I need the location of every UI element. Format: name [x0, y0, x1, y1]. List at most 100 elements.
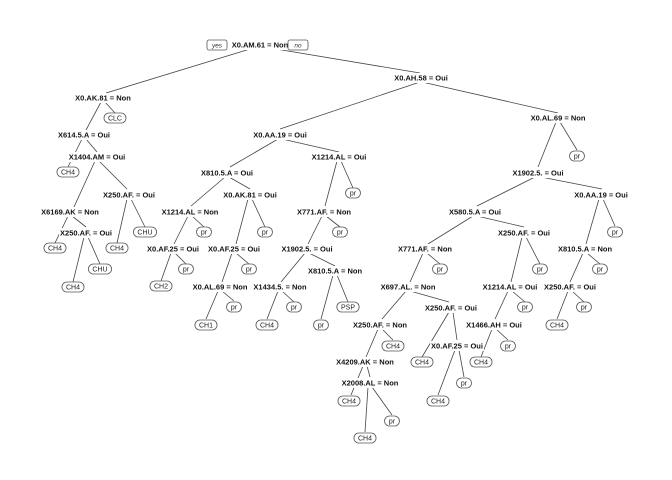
split-label-bg — [252, 282, 308, 292]
tree-edge — [190, 176, 226, 207]
split-node-n2: X0.AK.81 = Non — [74, 93, 133, 103]
split-label-bg — [296, 207, 353, 217]
yes-label-box — [206, 39, 228, 51]
leaf-node-l113: pr — [432, 263, 448, 275]
split-label-bg — [146, 244, 200, 254]
leaf-label: CH4 — [66, 284, 80, 291]
tree-edge — [571, 290, 585, 303]
tree-edge — [116, 198, 128, 244]
split-label: X250.AF. = Oui — [60, 229, 112, 238]
leaf-node-l9: CH4 — [56, 166, 80, 178]
tree-edge — [235, 252, 250, 265]
split-node-n24: X1214.AL = Non — [160, 207, 220, 217]
split-label: X250.AF. = Oui — [103, 191, 155, 200]
split-label-bg — [497, 228, 551, 238]
split-label: X2008.AL = Non — [342, 379, 399, 388]
tree-edge — [511, 290, 526, 303]
tree-edge — [308, 252, 336, 267]
leaf-box — [226, 301, 242, 313]
no-label-text: no — [294, 42, 302, 49]
tree-edge — [495, 328, 509, 341]
split-label-bg — [430, 341, 484, 351]
split-label-bg — [191, 282, 249, 292]
split-label-bg — [102, 190, 156, 200]
tree-edge — [569, 252, 584, 283]
split-label: X810.5.A = Oui — [201, 169, 253, 178]
split-label-bg — [529, 113, 587, 123]
leaf-label: pr — [262, 229, 269, 236]
tree-edge — [525, 236, 541, 265]
leaf-label: CH4 — [260, 322, 274, 329]
no-branch-label: no — [287, 39, 309, 51]
split-node-n26: X771.AF. = Non — [296, 207, 353, 217]
split-label-bg — [56, 130, 112, 140]
split-label: X1214.AL = Oui — [312, 153, 367, 162]
leaf-box — [381, 340, 405, 352]
split-label-bg — [306, 266, 364, 276]
yes-branch-label: yes — [206, 39, 228, 51]
leaf-label: pr — [337, 229, 344, 236]
split-node-root: X0.AM.61 = Non — [230, 40, 290, 50]
leaf-node-l456: CH4 — [469, 356, 493, 368]
leaf-node-l901: pr — [456, 377, 472, 389]
leaf-label: CH4 — [110, 245, 124, 252]
split-label-bg — [59, 228, 113, 238]
no-label-box — [287, 39, 309, 51]
leaf-box — [133, 226, 157, 238]
tree-edge — [104, 101, 116, 114]
split-label-bg — [280, 244, 334, 254]
tree-edge — [228, 176, 251, 190]
split-label: X250.AF. = Non — [353, 321, 407, 330]
split-node-n104: X1434.5. = Non — [252, 282, 308, 292]
split-label: X1214.AL = Oui — [483, 283, 538, 292]
split-label: X1214.AL = Non — [162, 208, 219, 217]
tree-edge — [229, 138, 279, 168]
split-label: X1902.5. = Oui — [512, 169, 563, 178]
leaf-node-l_clc: CLC — [103, 112, 127, 124]
tree-edge — [324, 160, 338, 207]
split-label-bg — [40, 207, 101, 217]
leaf-node-l96: CH2 — [149, 280, 173, 292]
tree-edge — [510, 236, 523, 283]
leaf-node-l49: pr — [196, 226, 212, 238]
split-label-bg — [447, 207, 503, 217]
tree-edge — [251, 198, 266, 228]
tree-edge — [364, 386, 369, 433]
tree-edge — [235, 198, 249, 245]
split-label-bg — [252, 130, 308, 140]
tree-edge — [85, 138, 98, 153]
tree-edge — [427, 215, 474, 245]
leaf-box — [178, 263, 194, 275]
leaf-label: CH4 — [415, 359, 429, 366]
split-label-bg — [310, 152, 368, 162]
leaf-label: CH4 — [550, 322, 564, 329]
tree-edge — [281, 290, 295, 303]
split-label-bg — [481, 282, 539, 292]
split-label: X0.AM.61 = Non — [232, 41, 289, 50]
leaf-label: pr — [574, 153, 581, 160]
split-label: X771.AF. = Non — [297, 208, 351, 217]
tree-edge — [336, 274, 349, 303]
leaf-label: CLC — [108, 115, 122, 122]
leaf-box — [255, 319, 279, 331]
leaf-node-l33: CH4 — [61, 281, 85, 293]
split-label-bg — [74, 93, 133, 103]
tree-edge — [281, 138, 340, 153]
split-label-bg — [511, 168, 565, 178]
leaf-node-l53: pr — [332, 226, 348, 238]
split-node-n100: X0.AL.69 = Non — [191, 282, 249, 292]
leaf-node-l900: CH4 — [410, 356, 434, 368]
split-label: X810.5.A = Non — [308, 267, 363, 276]
split-label: X0.AA.19 = Oui — [253, 131, 307, 140]
leaf-node-l117: pr — [592, 263, 608, 275]
split-label-bg — [160, 207, 220, 217]
split-label: X0.AH.58 = Oui — [394, 74, 448, 83]
leaf-box — [286, 301, 302, 313]
tree-edge — [426, 252, 441, 265]
split-label: X0.AF.25 = Oui — [208, 245, 260, 254]
tree-edge — [476, 215, 525, 228]
tree-edge — [585, 198, 600, 245]
tree-edge — [72, 236, 85, 283]
split-label: X614.5.A = Oui — [58, 131, 110, 140]
tree-edge — [173, 215, 189, 245]
